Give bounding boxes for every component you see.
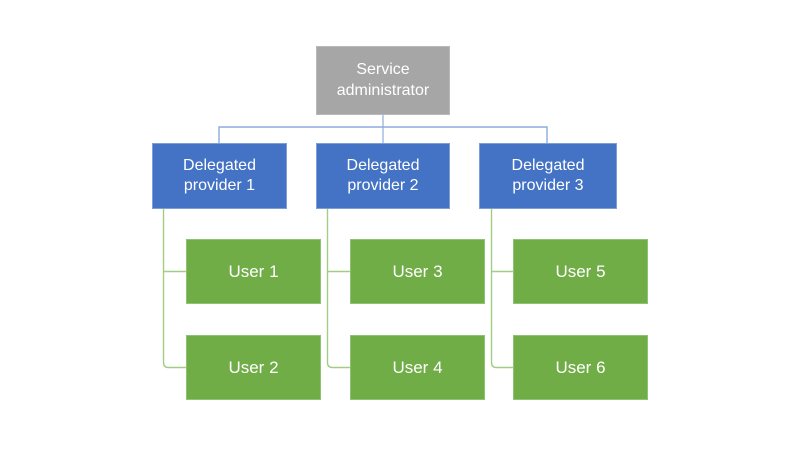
user-6-box: User 6 bbox=[513, 335, 648, 400]
user-5-box: User 5 bbox=[513, 239, 648, 304]
user-2-box: User 2 bbox=[186, 335, 321, 400]
connector-provider1-to-users bbox=[162, 209, 186, 369]
delegated-provider-2-box: Delegated provider 2 bbox=[316, 143, 450, 209]
connector-provider2-to-users bbox=[326, 209, 350, 369]
delegated-provider-3-box: Delegated provider 3 bbox=[479, 143, 617, 209]
user-3-box: User 3 bbox=[350, 239, 485, 304]
connector-provider3-to-users bbox=[490, 209, 514, 369]
service-administrator-box: Service administrator bbox=[316, 46, 450, 115]
user-1-box: User 1 bbox=[186, 239, 321, 304]
connector-root-to-providers bbox=[218, 126, 548, 143]
delegated-provider-1-box: Delegated provider 1 bbox=[152, 143, 287, 209]
user-4-box: User 4 bbox=[350, 335, 485, 400]
